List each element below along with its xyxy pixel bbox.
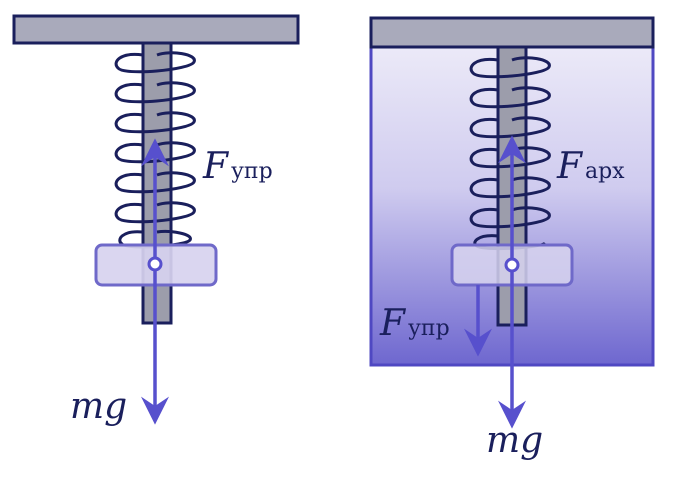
left-ceiling [12,14,300,45]
right-center-point [504,257,520,273]
left-force-up-symbol: F [202,146,230,187]
right-ceiling [369,16,655,49]
right-archimedes-symbol: F [556,146,584,187]
right-mg-label: mg [486,420,543,461]
left-mg-label: mg [70,386,127,427]
left-center-point [147,256,163,272]
right-spring-force-subscript: упр [408,316,450,341]
left-force-up-subscript: упр [231,159,273,184]
right-spring-force-symbol: F [379,303,407,344]
right-archimedes-subscript: арх [585,159,625,184]
